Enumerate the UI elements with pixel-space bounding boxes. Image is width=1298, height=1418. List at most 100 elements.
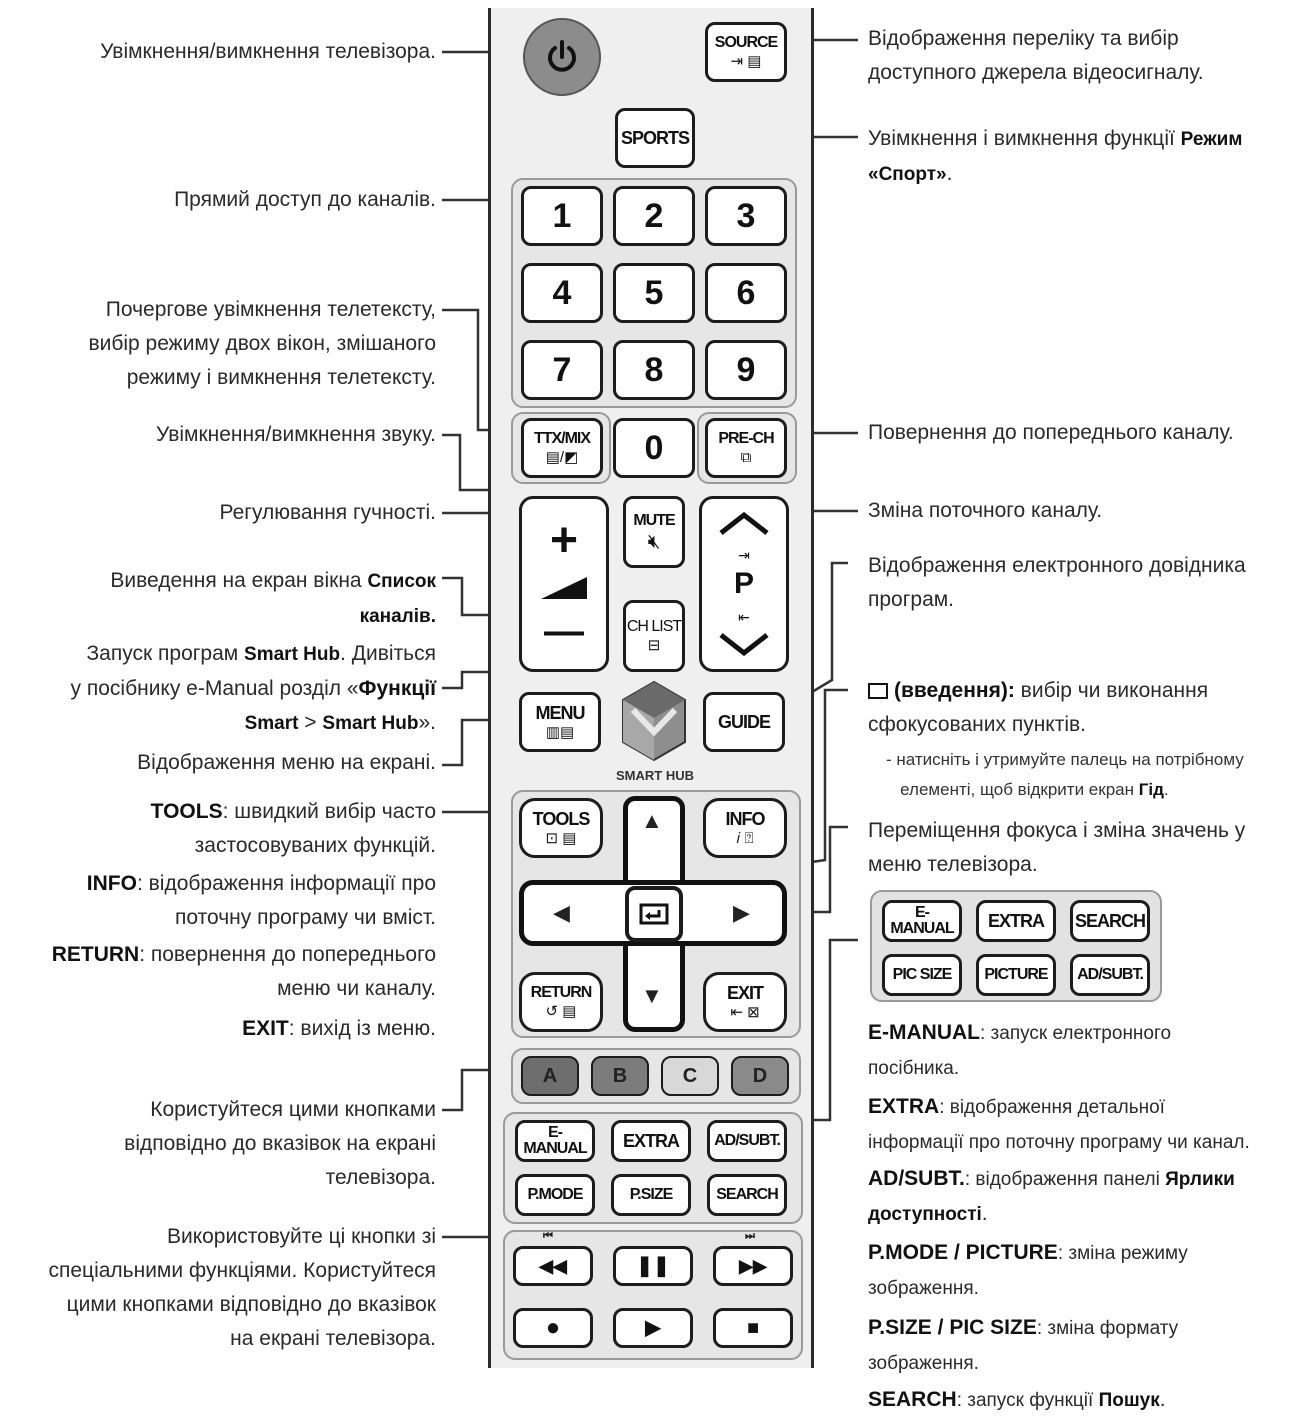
digit-3-button[interactable]: 3 <box>705 186 787 246</box>
ttx-mix-button[interactable]: TTX/MIX▤/◩ <box>521 418 603 478</box>
prech-icon: ⧉ <box>740 449 752 466</box>
left-arrow-icon[interactable]: ◀ <box>553 900 570 925</box>
tools-icon: ⊡ ▤ <box>545 830 577 847</box>
power-icon <box>548 40 576 72</box>
rewind-button[interactable]: ◀◀ <box>513 1246 593 1286</box>
alt-picsize-button[interactable]: PIC SIZE <box>882 954 962 996</box>
power-button[interactable] <box>523 18 601 96</box>
previous-track-icon: ⏮ <box>543 1230 553 1242</box>
b-button[interactable]: B <box>591 1056 649 1096</box>
digit-2-button[interactable]: 2 <box>613 186 695 246</box>
channel-back-icon: ⇤ <box>738 608 750 625</box>
digit-9-button[interactable]: 9 <box>705 340 787 400</box>
play-button[interactable]: ▶ <box>613 1308 693 1348</box>
exit-icon: ⇤ ⊠ <box>730 1004 760 1021</box>
label-power: Увімкнення/вимкнення телевізора. <box>100 40 436 63</box>
label-volume: Регулювання гучності. <box>219 501 436 524</box>
enter-key-icon <box>639 903 669 925</box>
volume-down[interactable]: — <box>544 609 584 653</box>
menu-icon: ▥▤ <box>545 724 575 741</box>
label-exit: EXIT: вихід із меню. <box>242 1017 436 1040</box>
guide-button[interactable]: GUIDE <box>703 692 785 752</box>
digit-4-button[interactable]: 4 <box>521 263 603 323</box>
channel-rocker[interactable]: ⇥ P ⇤ <box>699 496 789 672</box>
record-button[interactable]: ● <box>513 1308 593 1348</box>
sports-button[interactable]: SPORTS <box>615 108 695 168</box>
volume-rocker[interactable]: + — <box>519 496 609 672</box>
stop-icon: ■ <box>746 1317 760 1339</box>
label-mute: Увімкнення/вимкнення звуку. <box>156 423 436 446</box>
pause-button[interactable]: ❚❚ <box>613 1246 693 1286</box>
exit-button[interactable]: EXIT⇤ ⊠ <box>703 972 787 1032</box>
info-icon: 𝑖 ⍰ <box>736 830 754 847</box>
extra-button[interactable]: EXTRA <box>611 1120 691 1162</box>
pause-icon: ❚❚ <box>636 1255 670 1277</box>
label-enter-note: - натисніть і утримуйте палець на потріб… <box>886 750 1244 799</box>
return-button[interactable]: RETURN↺ ▤ <box>519 972 603 1032</box>
enter-icon <box>868 683 888 699</box>
channel-down-icon[interactable] <box>717 631 771 657</box>
label-channels-direct: Прямий доступ до каналів. <box>174 188 436 211</box>
down-arrow-icon[interactable]: ▼ <box>641 983 663 1008</box>
alt-button-panel: E-MANUAL EXTRA SEARCH PIC SIZE PICTURE A… <box>870 890 1162 1002</box>
search-button[interactable]: SEARCH <box>707 1174 787 1216</box>
source-icon: ⇥ ▤ <box>730 53 762 70</box>
digit-8-button[interactable]: 8 <box>613 340 695 400</box>
channel-up-icon[interactable] <box>717 511 771 537</box>
smart-hub-icon <box>622 680 686 762</box>
enter-button[interactable] <box>625 886 683 942</box>
volume-up[interactable]: + <box>549 514 579 567</box>
play-icon: ▶ <box>645 1317 661 1339</box>
fast-forward-button[interactable]: ▶▶ <box>713 1246 793 1286</box>
mute-button[interactable]: MUTE🔇︎ <box>623 496 685 568</box>
alt-adsubt-button[interactable]: AD/SUBT. <box>1070 954 1150 996</box>
mute-icon: 🔇︎ <box>647 530 661 553</box>
digit-6-button[interactable]: 6 <box>705 263 787 323</box>
p-mode-button[interactable]: P.MODE <box>515 1174 595 1216</box>
alt-emanual-button[interactable]: E-MANUAL <box>882 900 962 942</box>
channel-list-icon: ⇥ <box>738 546 750 563</box>
alt-search-button[interactable]: SEARCH <box>1070 900 1150 942</box>
ad-subt-button[interactable]: AD/SUBT. <box>707 1120 787 1162</box>
stop-button[interactable]: ■ <box>713 1308 793 1348</box>
c-button[interactable]: C <box>661 1056 719 1096</box>
label-teletext: Почергове увімкнення телетексту,вибір ре… <box>88 298 436 389</box>
alt-extra-button[interactable]: EXTRA <box>976 900 1056 942</box>
record-icon: ● <box>545 1314 561 1341</box>
source-button[interactable]: SOURCE ⇥ ▤ <box>705 22 787 82</box>
e-manual-button[interactable]: E-MANUAL <box>515 1120 595 1162</box>
ch-list-button[interactable]: CH LIST⊟ <box>623 600 685 672</box>
label-sports: Увімкнення і вимкнення функції Режим«Спо… <box>868 127 1243 185</box>
digit-7-button[interactable]: 7 <box>521 340 603 400</box>
digit-0-button[interactable]: 0 <box>613 418 695 478</box>
d-button[interactable]: D <box>731 1056 789 1096</box>
menu-button[interactable]: MENU▥▤ <box>519 692 601 752</box>
pre-ch-button[interactable]: PRE-CH⧉ <box>705 418 787 478</box>
right-arrow-icon[interactable]: ▶ <box>733 900 750 925</box>
a-button[interactable]: A <box>521 1056 579 1096</box>
digit-5-button[interactable]: 5 <box>613 263 695 323</box>
digit-1-button[interactable]: 1 <box>521 186 603 246</box>
p-size-button[interactable]: P.SIZE <box>611 1174 691 1216</box>
up-arrow-icon[interactable]: ▲ <box>641 808 663 833</box>
chlist-icon: ⊟ <box>647 637 661 654</box>
label-prech: Повернення до попереднього каналу. <box>868 421 1234 444</box>
smart-hub-button[interactable] <box>619 680 689 764</box>
remote-control: SOURCE ⇥ ▤ SPORTS 1 2 3 4 5 6 7 8 9 TTX/… <box>488 8 814 1368</box>
alt-picture-button[interactable]: PICTURE <box>976 954 1056 996</box>
tools-button[interactable]: TOOLS⊡ ▤ <box>519 798 603 858</box>
